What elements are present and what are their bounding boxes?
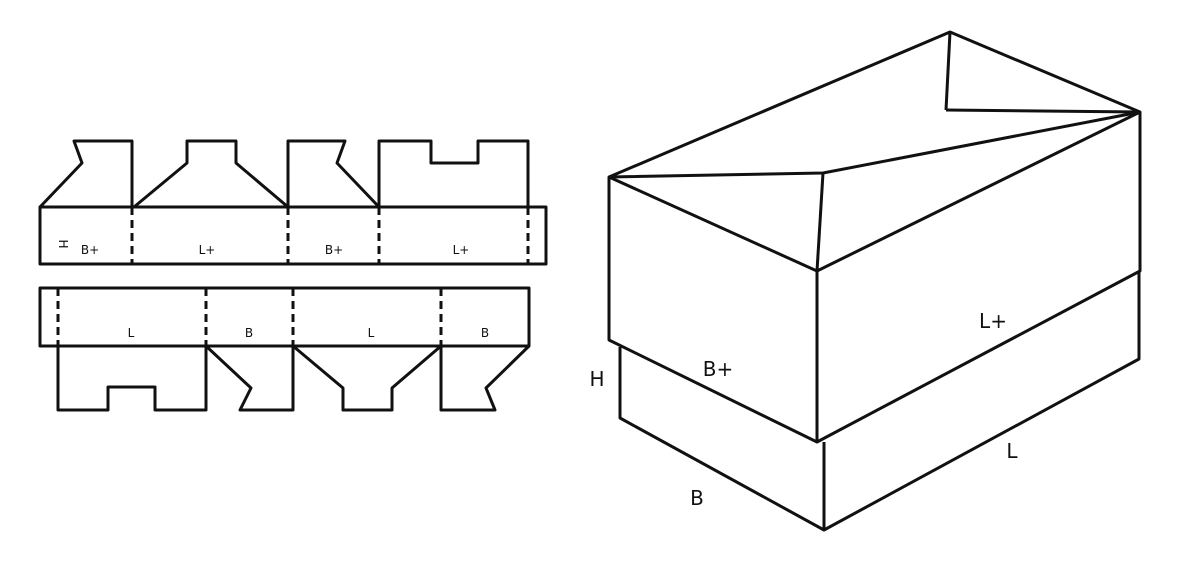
base-panel-label-3: L <box>368 326 375 340</box>
base-panel-label-4: B <box>481 326 489 340</box>
base-blank: L B L B <box>38 286 531 412</box>
base-panel-label-2: B <box>245 326 253 340</box>
lid-panel-label-4: L+ <box>453 243 470 257</box>
box-lid-width-label: B+ <box>703 357 733 381</box>
lid-outline <box>607 30 1142 444</box>
base-blank-body <box>38 286 531 348</box>
lid-panel-label-3: B+ <box>325 243 343 257</box>
lid-flap-3 <box>286 139 381 209</box>
lid-panel-label-2: L+ <box>199 243 216 257</box>
base-flap-1 <box>56 346 208 412</box>
lid-flap-1 <box>38 139 134 209</box>
assembled-box: H B+ L+ B L <box>589 30 1142 532</box>
box-base-width-label: B <box>690 486 704 510</box>
lid-panel-label-1: B+ <box>81 243 99 257</box>
lid-blank: H B+ L+ B+ L+ <box>38 139 548 266</box>
lid-inner-floor-back <box>945 108 1141 114</box>
box-height-label: H <box>589 367 604 391</box>
box-base-length-label: L <box>1006 439 1018 463</box>
lid-inner-corner-front <box>815 172 825 272</box>
base-flap-4 <box>439 344 531 412</box>
lid-blank-body <box>38 205 548 266</box>
box-lid-length-label: L+ <box>979 309 1007 333</box>
lid-height-label: H <box>56 239 70 248</box>
base-panel-label-1: L <box>128 326 135 340</box>
lid-inner-corner-back <box>944 31 952 111</box>
lid-flap-2 <box>133 139 289 209</box>
lid-rim-front-edges <box>608 110 1141 273</box>
lid-flap-4 <box>377 139 530 207</box>
base-flap-2 <box>204 344 295 412</box>
base-flap-3 <box>292 344 442 412</box>
